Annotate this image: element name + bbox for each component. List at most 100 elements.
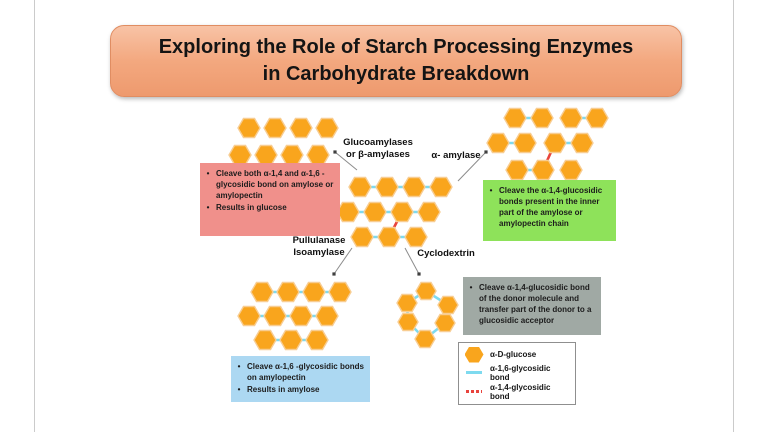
- label-pullulanase-line-2: Isoamylase: [293, 247, 345, 258]
- title-banner: Exploring the Role of Starch Processing …: [110, 25, 682, 97]
- legend-label-a16-bond: α-1,6-glycosidic bond: [490, 363, 551, 382]
- glucose-hexagon: [289, 305, 313, 327]
- glucoamylase-info-box: •Cleave both α-1,4 and α-1,6 - glycosidi…: [200, 163, 340, 236]
- label-pullulanase-line-1: Pullulanase: [292, 235, 346, 246]
- glucose-hexagon: [503, 107, 527, 129]
- glucose-hexagon: [486, 132, 510, 154]
- connector-line: [333, 247, 353, 275]
- glucose-hexagon: [276, 281, 300, 303]
- connector-to-cyclodextrin: [404, 247, 421, 276]
- glucose-hexagon: [328, 281, 352, 303]
- glucose-hexagon: [404, 226, 428, 248]
- connector-dot: [333, 150, 337, 154]
- bullet-item: • Cleave α-1,4-glucosidic bond of the don…: [467, 282, 597, 326]
- glucose-hexagon: [570, 132, 594, 154]
- glucose-hexagon: [415, 281, 437, 301]
- connector-line: [404, 247, 420, 275]
- legend-label-glucose: α-D-glucose: [490, 350, 537, 359]
- bullet-text: Results in amylose: [247, 385, 320, 394]
- page-title-line-2: in Carbohydrate Breakdown: [262, 63, 530, 85]
- glucose-hexagon: [390, 201, 414, 223]
- glucose-hexagon: [254, 144, 278, 166]
- glucose-hexagon: [289, 117, 313, 139]
- bullet-dot: •: [469, 283, 473, 292]
- glucose-hexagon: [302, 281, 326, 303]
- glucose-hexagon: [559, 159, 583, 181]
- glucose-hexagon: [417, 201, 441, 223]
- glucose-hexagon-icon: [464, 346, 484, 363]
- glucose-hexagon: [402, 176, 426, 198]
- glucose-hexagon: [280, 144, 304, 166]
- legend-swatch: [464, 390, 484, 393]
- glucose-hexagon: [336, 201, 360, 223]
- glucose-hexagon: [350, 226, 374, 248]
- legend-item-a14-bond: α-1,4-glycosidic bond: [464, 383, 570, 401]
- glucose-hexagon: [305, 329, 329, 351]
- label-glucoamylases: Glucoamylases or β-amylases: [343, 137, 413, 161]
- connector-line: [334, 151, 358, 171]
- glucose-hexagon: [228, 144, 252, 166]
- glucose-hexagon: [396, 293, 418, 313]
- bullet-item: •Cleave both α-1,4 and α-1,6 - glycosidi…: [204, 168, 336, 201]
- bullet-item: • Cleave α-1,6 -glycosidic bonds on amylo…: [235, 361, 366, 383]
- glucose-hexagon: [531, 159, 555, 181]
- glucose-hexagon: [559, 107, 583, 129]
- pullulanase-info-box: • Cleave α-1,6 -glycosidic bonds on amylo…: [231, 356, 370, 402]
- glucose-hexagon: [505, 159, 529, 181]
- glucose-hexagon: [377, 226, 401, 248]
- glucose-hexagon: [437, 295, 459, 315]
- cluster-maltose-units: [486, 107, 609, 181]
- glucose-hexagon: [363, 201, 387, 223]
- glucose-hexagon: [237, 117, 261, 139]
- label-pullulanase-isoamylase: Pullulanase Isoamylase: [293, 235, 346, 259]
- bullet-item: • Cleave the α-1,4-glucosidic bonds prese…: [487, 185, 612, 229]
- glucose-hexagon: [530, 107, 554, 129]
- glucose-hexagon: [585, 107, 609, 129]
- glucose-hexagon: [315, 305, 339, 327]
- label-cyclodextrin: Cyclodextrin: [417, 248, 475, 259]
- label-alpha-amylase: α- amylase: [431, 150, 481, 161]
- bullet-dot: •: [489, 186, 493, 195]
- connector-to-glucose: [333, 150, 358, 171]
- connector-dot: [417, 272, 421, 276]
- glucose-hexagon: [253, 329, 277, 351]
- glucose-hexagon: [434, 313, 456, 333]
- page-title-line-1: Exploring the Role of Starch Processing …: [158, 36, 634, 58]
- bullet-dot: •: [237, 362, 241, 371]
- bullet-text: Cleave the α-1,4-glucosidic bonds presen…: [499, 186, 603, 228]
- connector-to-amylose: [332, 247, 353, 276]
- glucose-hexagon: [263, 117, 287, 139]
- glucose-hexagon: [414, 329, 436, 349]
- legend-item-glucose: α-D-glucose: [464, 346, 570, 363]
- bullet-text: Cleave α-1,4-glucosidic bond of the dono…: [479, 283, 592, 325]
- bullet-text: Cleave α-1,6 -glycosidic bonds on amylop…: [247, 362, 364, 382]
- connector-line: [457, 151, 487, 182]
- glucose-hexagon: [348, 176, 372, 198]
- bullet-text: Cleave both α-1,4 and α-1,6 - glycosidic…: [216, 169, 334, 200]
- alpha-16-bond-icon: [466, 371, 482, 374]
- bullet-dot: •: [237, 385, 241, 394]
- connector-dot: [332, 272, 336, 276]
- cluster-amylose: [237, 281, 352, 351]
- glucose-hexagon: [397, 312, 419, 332]
- legend-swatch: [464, 346, 484, 363]
- legend-label-a14-bond: α-1,4-glycosidic bond: [490, 382, 551, 401]
- glucose-hexagon: [263, 305, 287, 327]
- slide-right-border: [733, 0, 734, 432]
- glucose-hexagon: [315, 117, 339, 139]
- alpha-amylase-info-box: • Cleave the α-1,4-glucosidic bonds prese…: [483, 180, 616, 241]
- cluster-cyclodextrin-ring: [396, 281, 459, 349]
- glucose-hexagon: [250, 281, 274, 303]
- glucose-hexagon: [306, 144, 330, 166]
- glucose-hexagon: [513, 132, 537, 154]
- legend: α-D-glucose α-1,6-glycosidic bond α-1,4-…: [458, 342, 576, 405]
- cyclodextrin-info-box: • Cleave α-1,4-glucosidic bond of the don…: [463, 277, 601, 335]
- legend-item-a16-bond: α-1,6-glycosidic bond: [464, 364, 570, 382]
- label-glucoamylases-line-1: Glucoamylases: [343, 137, 413, 148]
- connector-to-maltose: [457, 150, 488, 182]
- legend-swatch: [464, 371, 484, 374]
- glucose-hexagon: [237, 305, 261, 327]
- glucose-hexagon: [543, 132, 567, 154]
